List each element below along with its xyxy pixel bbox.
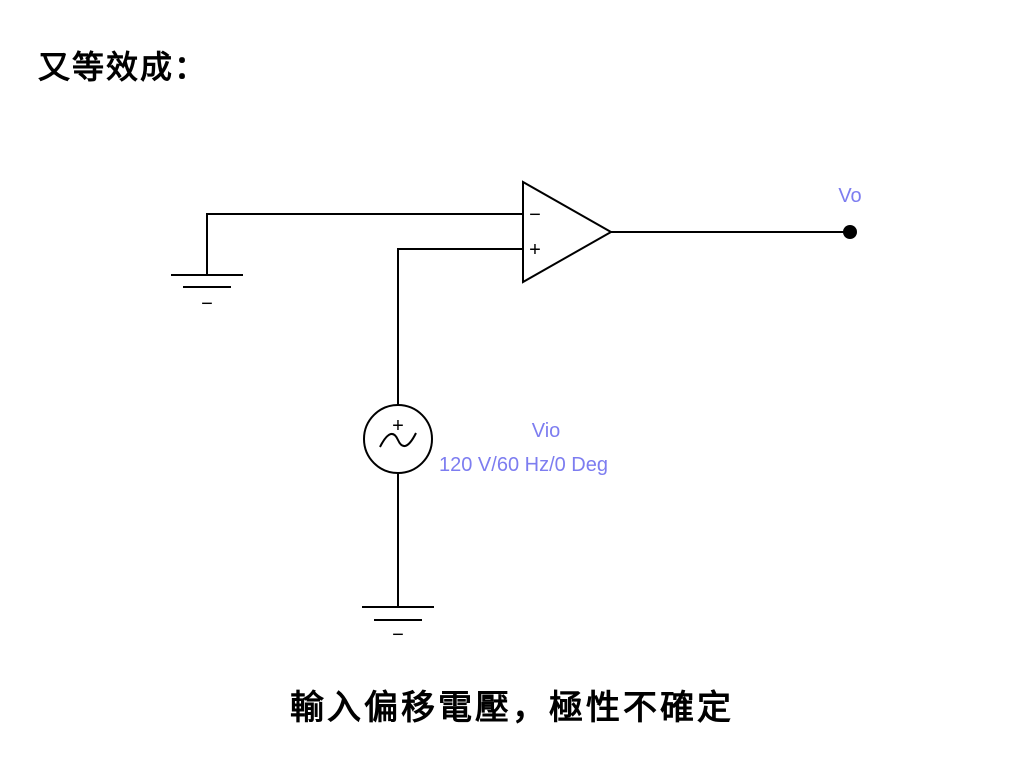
output-label: Vo xyxy=(838,185,861,207)
source-name-label: Vio xyxy=(532,420,561,442)
source-value-label: 120 V/60 Hz/0 Deg xyxy=(439,454,608,476)
ground-bottom-minus: − xyxy=(392,624,404,646)
opamp-icon xyxy=(522,180,614,284)
slide-caption: 輸入偏移電壓，極性不確定 xyxy=(290,688,734,728)
ground-bottom-icon xyxy=(362,606,434,621)
ground-left-wire xyxy=(206,213,522,274)
ground-left-icon xyxy=(171,274,243,288)
opamp-noninverting-symbol: + xyxy=(529,239,541,261)
ground-left-minus: − xyxy=(201,293,213,315)
output-node-icon xyxy=(843,225,857,239)
opamp-inverting-symbol: − xyxy=(529,204,541,226)
ac-source-plus: + xyxy=(392,415,404,437)
noninverting-wire xyxy=(397,248,523,405)
slide-title: 又等效成： xyxy=(38,48,209,86)
